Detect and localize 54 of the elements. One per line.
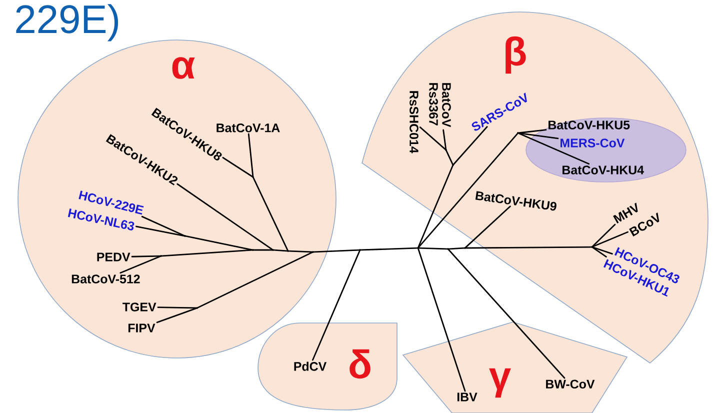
taxon-label: BatCoV-HKU5	[548, 120, 630, 130]
taxon-label: IBV	[457, 392, 478, 402]
taxon-label: BatCoV-HKU9	[475, 191, 556, 211]
tree-branch	[157, 306, 196, 309]
tree-branch	[288, 250, 312, 253]
tree-branch	[448, 247, 464, 250]
tree-branch	[592, 246, 607, 258]
tree-branch	[465, 206, 511, 248]
tree-branch	[162, 249, 252, 257]
taxon-label: FIPV	[128, 324, 156, 332]
tree-branch	[592, 246, 613, 254]
tree-branch	[197, 252, 313, 308]
tree-branch	[448, 249, 566, 379]
tree-branch	[418, 247, 448, 250]
taxon-label: BatCoV Rs3367	[429, 83, 451, 128]
tree-branch	[222, 156, 253, 178]
taxon-label: TGEV	[122, 302, 156, 312]
tree-branch	[156, 308, 197, 324]
tree-branch	[419, 126, 446, 150]
tree-branch	[446, 150, 454, 165]
tree-branch	[442, 129, 447, 150]
tree-branch	[135, 226, 185, 236]
tree-branch	[592, 224, 616, 247]
taxon-label: PEDV	[97, 252, 130, 262]
tree-branch	[418, 133, 518, 248]
tree-branch	[360, 247, 418, 251]
tree-branch	[592, 231, 629, 248]
tree-branch	[252, 177, 288, 251]
taxon-label: PdCV	[294, 362, 327, 371]
tree-branch	[176, 183, 273, 250]
tree-branch	[120, 256, 161, 274]
tree-branch	[312, 250, 360, 361]
tree-branch	[518, 132, 590, 165]
taxon-label: RsSHC014	[410, 91, 418, 154]
tree-branch	[248, 133, 254, 177]
taxon-label: MERS-CoV	[560, 138, 625, 148]
tree-branch	[466, 246, 592, 249]
group-ellipse	[526, 118, 686, 182]
taxon-label: BatCoV-512	[72, 274, 140, 284]
tree-branch	[453, 126, 488, 165]
tree-branch	[314, 249, 360, 253]
taxon-label: BW-CoV	[546, 380, 595, 389]
tree-branch	[131, 255, 160, 258]
tree-branch	[418, 248, 466, 392]
tree-branch	[518, 132, 559, 140]
tree-branch	[141, 216, 185, 236]
tree-branch	[274, 249, 288, 252]
tree-branch	[185, 236, 253, 250]
heading: 229E)	[16, 4, 118, 42]
tree-branch	[518, 129, 547, 134]
tree-branch	[254, 249, 272, 251]
node-label: β	[506, 36, 526, 74]
taxon-label: BatCoV-HKU4	[562, 166, 644, 174]
tree-branch	[418, 165, 454, 248]
